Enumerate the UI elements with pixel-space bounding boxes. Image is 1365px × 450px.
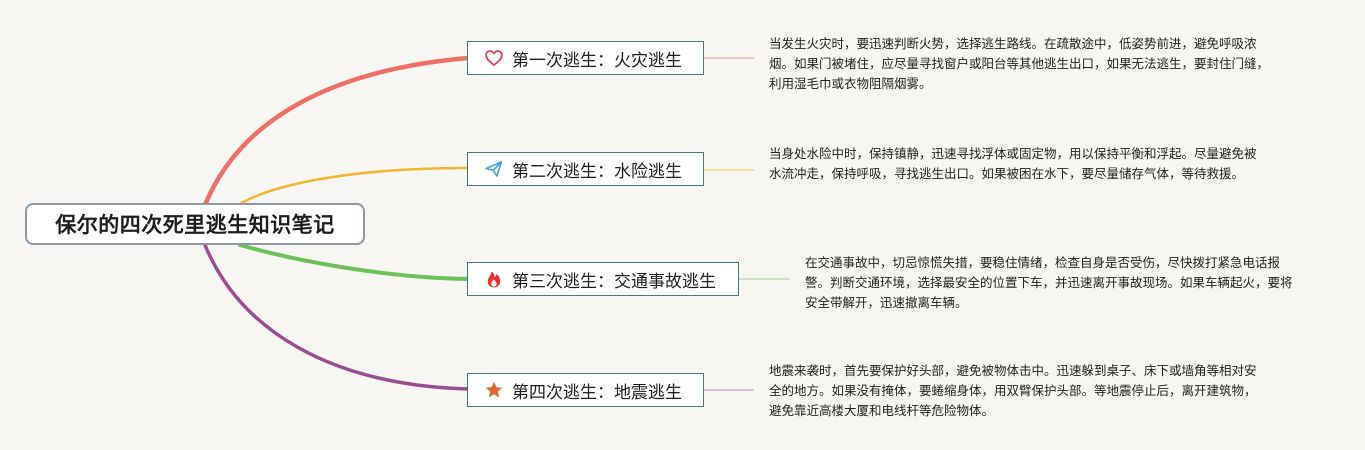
branch-traffic-escape[interactable]: 第三次逃生：交通事故逃生 [467, 262, 739, 296]
paper-plane-icon [484, 159, 504, 179]
branch-water-escape[interactable]: 第二次逃生：水险逃生 [467, 152, 704, 186]
branch-label: 第一次逃生：火灾逃生 [512, 50, 682, 71]
branch-label: 第四次逃生：地震逃生 [512, 382, 682, 403]
fire-icon [484, 269, 504, 289]
connector-branch-1 [202, 55, 471, 208]
branch-label: 第二次逃生：水险逃生 [512, 161, 682, 182]
branch-earthquake-escape[interactable]: 第四次逃生：地震逃生 [467, 373, 704, 407]
connector-branch-4 [203, 243, 470, 391]
note-fire-escape: 当发生火灾时，要迅速判断火势，选择逃生路线。在疏散途中，低姿势前进，避免呼吸浓烟… [769, 36, 1270, 91]
note-traffic-escape: 在交通事故中，切忌惊慌失措，要稳住情绪，检查自身是否受伤，尽快拨打紧急电话报警。… [805, 255, 1293, 310]
branch-label: 第三次逃生：交通事故逃生 [512, 271, 716, 292]
branch-fire-escape[interactable]: 第一次逃生：火灾逃生 [467, 41, 704, 75]
connector-branch-3 [238, 243, 470, 281]
heart-icon [484, 48, 504, 68]
star-icon [484, 380, 504, 400]
note-water-escape: 当身处水险中时，保持镇静，迅速寻找浮体或固定物，用以保持平衡和浮起。尽量避免被水… [769, 146, 1257, 181]
connector-branch-2 [236, 166, 470, 207]
note-earthquake-escape: 地震来袭时，首先要保护好头部，避免被物体击中。迅速躲到桌子、床下或墙角等相对安全… [769, 363, 1257, 418]
root-topic[interactable]: 保尔的四次死里逃生知识笔记 [25, 203, 365, 245]
